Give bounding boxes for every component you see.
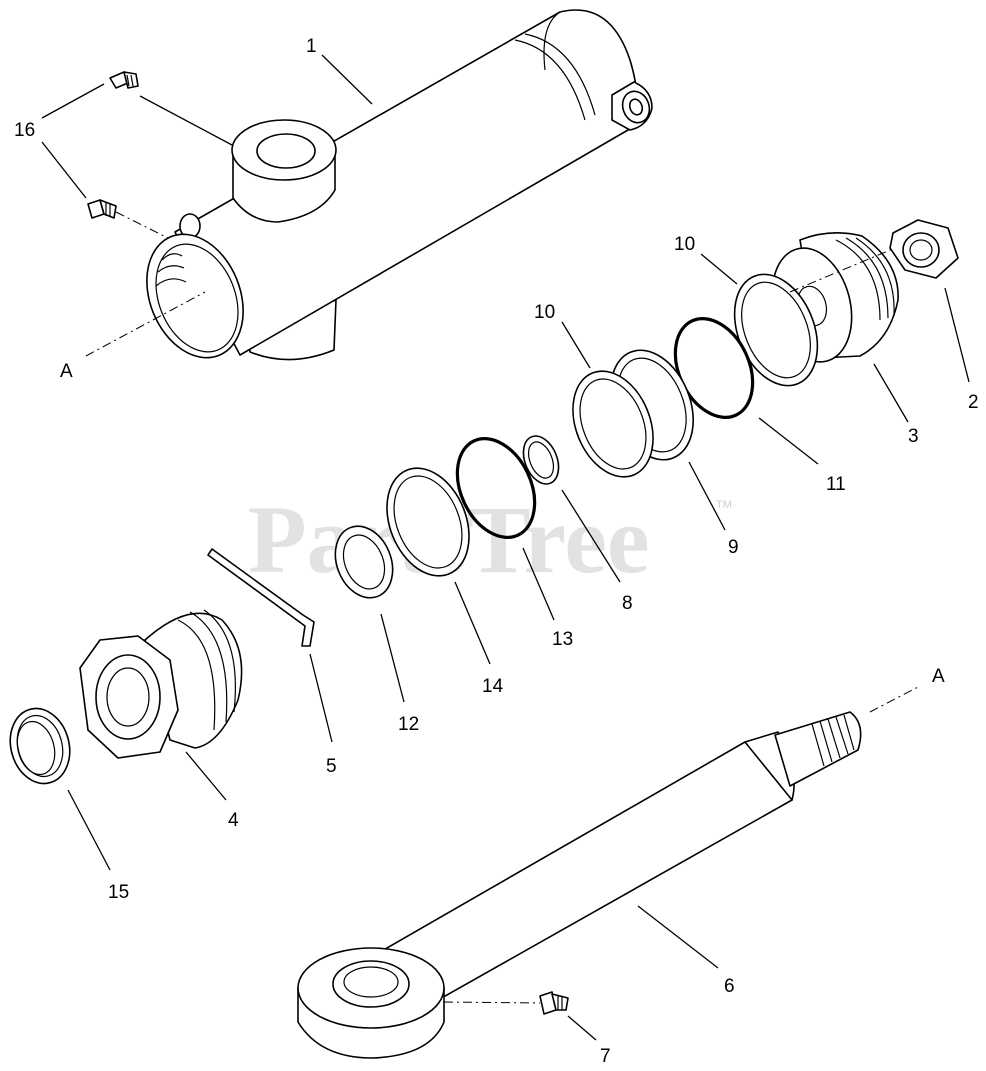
callout-12: 12: [398, 714, 419, 735]
part-15-wiper-seal[interactable]: [2, 702, 78, 790]
callout-4: 4: [228, 810, 239, 831]
callout-10-right: 10: [674, 234, 695, 255]
part-1-left-bore: [146, 233, 244, 359]
callout-11: 11: [826, 474, 846, 495]
part-7-grease-fitting[interactable]: [539, 991, 569, 1015]
part-1-cylinder-tube[interactable]: [129, 9, 653, 372]
part-4-gland-nut[interactable]: [79, 609, 243, 759]
callout-2: 2: [968, 392, 979, 413]
part-13-o-ring[interactable]: [442, 426, 549, 550]
part-6-piston-rod[interactable]: [297, 711, 862, 1059]
part-8-small-o-ring[interactable]: [517, 431, 565, 489]
callout-10-left: 10: [534, 302, 555, 323]
part-14-seal-ring[interactable]: [372, 456, 484, 588]
callout-a-tube: A: [60, 361, 73, 382]
part-1-mount-eye: [611, 81, 653, 131]
watermark-trademark: TM: [716, 499, 732, 511]
callout-1: 1: [306, 36, 317, 57]
callout-9: 9: [728, 537, 739, 558]
center-lines: [85, 211, 921, 1004]
part-5-hex-key[interactable]: [207, 548, 315, 647]
callout-16: 16: [14, 120, 35, 141]
callout-7: 7: [600, 1046, 611, 1067]
callout-5: 5: [326, 756, 337, 777]
callout-8: 8: [622, 593, 633, 614]
callout-a-rod: A: [932, 666, 945, 687]
part-2-hex-nut[interactable]: [889, 219, 959, 279]
part-16-grease-fitting-side[interactable]: [87, 199, 117, 219]
callout-labels: 1 16 A 2 3 10 11 9 10 8 13 14 12 5 4 15 …: [14, 36, 979, 1067]
callout-13: 13: [552, 629, 573, 650]
part-1-top-port: [231, 119, 337, 223]
callout-6: 6: [724, 976, 735, 997]
callout-14: 14: [482, 676, 504, 697]
leader-lines: [41, 54, 970, 1041]
part-12-wiper-ring[interactable]: [325, 518, 403, 607]
part-10-backup-ring-left[interactable]: [558, 359, 668, 489]
callout-3: 3: [908, 426, 919, 447]
part-16-grease-fitting-top[interactable]: [109, 71, 139, 89]
callout-15: 15: [108, 882, 129, 903]
